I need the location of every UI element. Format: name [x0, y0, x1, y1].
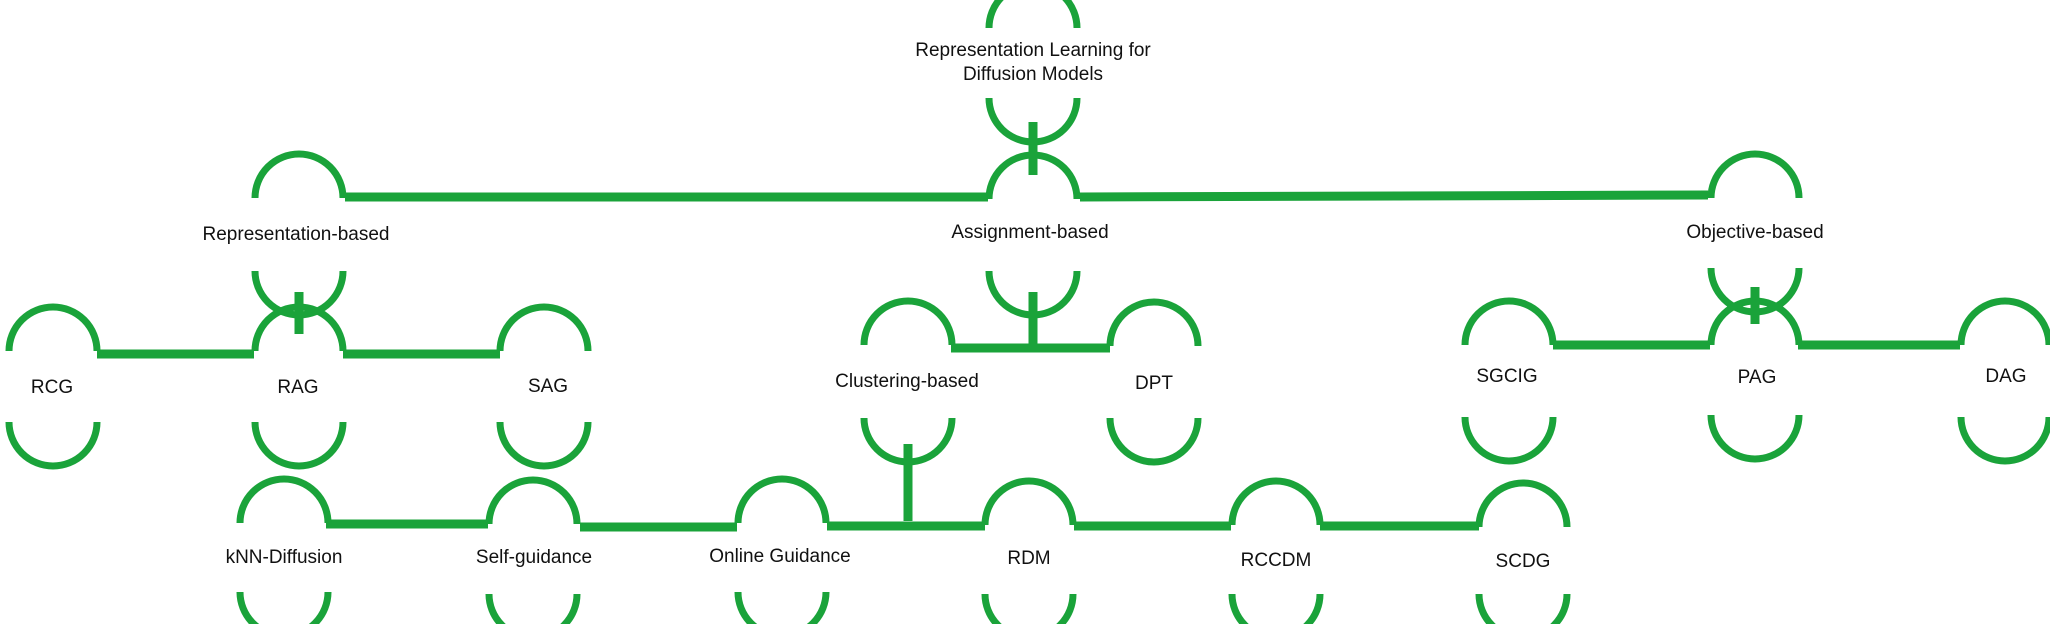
rdm-bottom-arc [981, 593, 1077, 624]
selfguidance-top-arc [485, 476, 581, 525]
objective-based-label: Objective-based [1686, 222, 1823, 243]
representation-top-arc [251, 150, 347, 199]
rdm-top-arc [981, 477, 1077, 526]
knn-top-arc [236, 475, 332, 524]
sag-bottom-arc [496, 421, 592, 470]
pag-top-arc [1707, 297, 1803, 346]
dag-label: DAG [1985, 366, 2026, 387]
root-label-line1: Representation Learning for [915, 40, 1151, 61]
dag-top-arc [1957, 297, 2050, 346]
sgcig-bottom-arc [1461, 416, 1557, 465]
pag-label: PAG [1738, 367, 1777, 388]
sag-label: SAG [528, 376, 568, 397]
rag-bottom-arc [251, 421, 347, 470]
representation-bottom-arc [251, 270, 347, 319]
root-top-arc [985, 0, 1081, 29]
root-label-line2: Diffusion Models [963, 64, 1103, 85]
rcg-label: RCG [31, 377, 73, 398]
sgcig-top-arc [1461, 297, 1557, 346]
assignment-based-label: Assignment-based [951, 222, 1108, 243]
online-top-arc [734, 475, 830, 524]
rcg-top-arc [5, 303, 101, 352]
scdg-top-arc [1475, 479, 1571, 528]
objective-bottom-arc [1707, 267, 1803, 316]
assignment-bottom-arc [985, 270, 1081, 319]
dpt-bottom-arc [1106, 417, 1202, 466]
sgcig-label: SGCIG [1476, 366, 1537, 387]
connectors [97, 122, 1960, 532]
rcg-bottom-arc [5, 421, 101, 470]
clustering-top-arc [860, 297, 956, 346]
scdg-bottom-arc [1475, 593, 1571, 624]
dpt-label: DPT [1135, 373, 1173, 394]
rccdm-label: RCCDM [1241, 550, 1312, 571]
dpt-top-arc [1106, 298, 1202, 347]
dag-bottom-arc [1957, 416, 2050, 465]
edge-level1-right-branch [1079, 190, 1709, 202]
clustering-based-label: Clustering-based [835, 371, 979, 392]
node-labels: Representation Learning for Diffusion Mo… [31, 40, 2027, 572]
clustering-bottom-arc [860, 417, 956, 466]
rccdm-top-arc [1228, 477, 1324, 526]
online-bottom-arc [734, 591, 830, 624]
knn-diffusion-label: kNN-Diffusion [226, 547, 343, 568]
pag-bottom-arc [1707, 414, 1803, 463]
node-ornaments [5, 0, 2050, 624]
rag-label: RAG [277, 377, 318, 398]
rccdm-bottom-arc [1228, 593, 1324, 624]
selfguidance-bottom-arc [485, 593, 581, 624]
self-guidance-label: Self-guidance [476, 547, 592, 568]
online-guidance-label: Online Guidance [709, 546, 851, 567]
sag-top-arc [496, 303, 592, 352]
scdg-label: SCDG [1496, 551, 1551, 572]
representation-based-label: Representation-based [203, 224, 390, 245]
root-bottom-arc [985, 97, 1081, 146]
assignment-top-arc [985, 151, 1081, 200]
rag-top-arc [251, 303, 347, 352]
objective-top-arc [1707, 150, 1803, 199]
knn-bottom-arc [236, 591, 332, 624]
rdm-label: RDM [1007, 548, 1050, 569]
